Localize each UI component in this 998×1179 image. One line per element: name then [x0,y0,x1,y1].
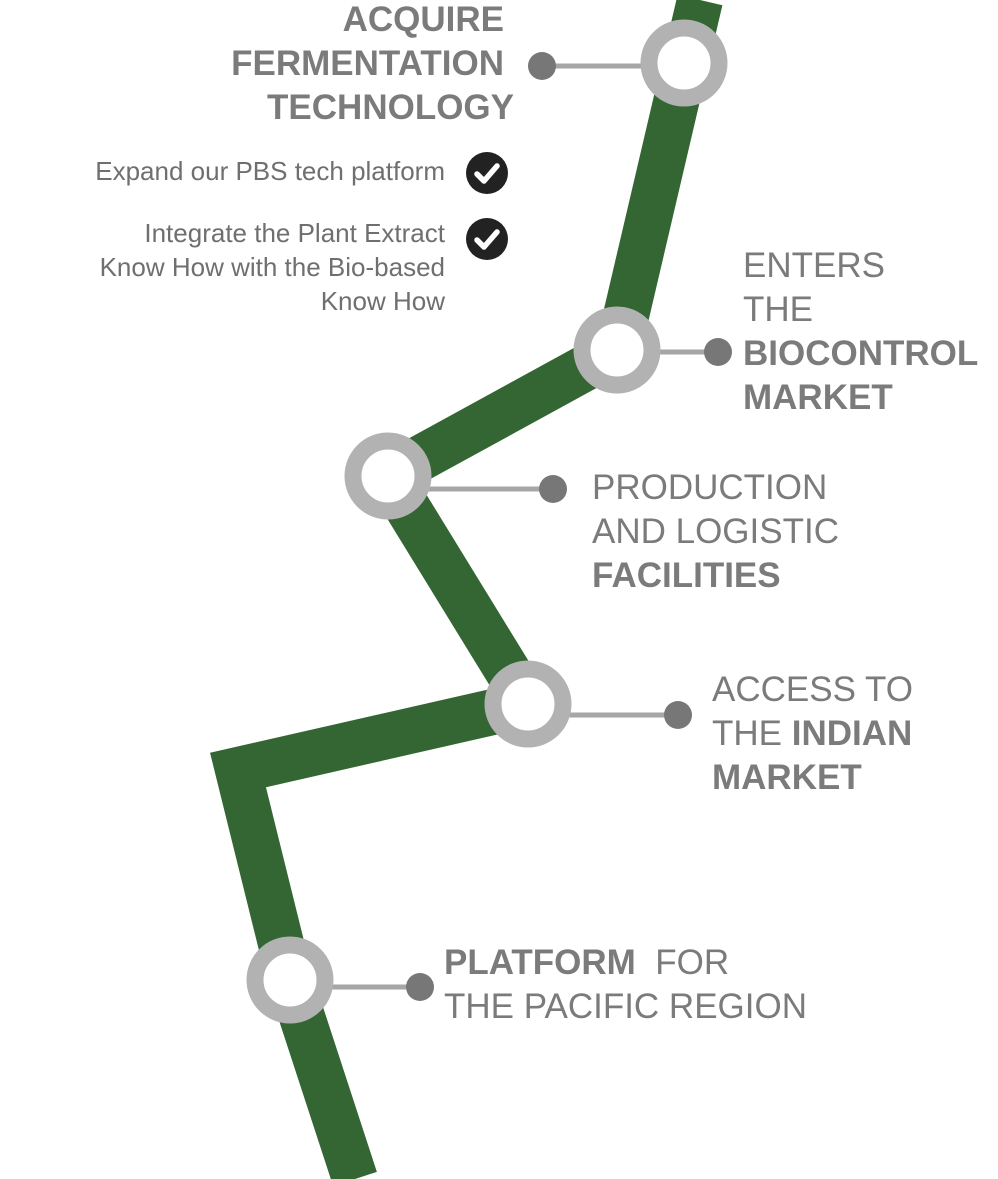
pacific-line1: PLATFORM FOR [444,941,807,985]
subitem-line1: Integrate the Plant Extract [144,218,445,248]
biocontrol-line3: BIOCONTROL [743,334,979,373]
label-production: PRODUCTION AND LOGISTIC FACILITIES [592,466,839,598]
label-indian: ACCESS TO THE INDIAN MARKET [712,668,913,800]
connector-dot [528,52,556,80]
checkmark-circle-icon [466,218,508,260]
production-line1: PRODUCTION [592,468,828,507]
subitem-line3: Know How [320,286,445,316]
node-production [344,432,432,520]
indian-line2: THE INDIAN [712,712,913,756]
connector-dot [704,338,732,366]
subitem-line2: Know How with the Bio-based [99,252,445,282]
indian-line3: MARKET [712,758,862,797]
node-indian [484,660,572,748]
label-biocontrol: ENTERS THE BIOCONTROL MARKET [743,244,978,420]
subitem-integrate-plant-extract: Integrate the Plant Extract Know How wit… [100,216,445,318]
connector-dot [539,475,567,503]
fermentation-line1: ACQUIRE [342,0,504,39]
connector-production [420,475,567,503]
node-biocontrol [573,306,661,394]
node-fermentation [640,19,728,107]
connector-pacific [322,973,434,1001]
production-line2: AND LOGISTIC [592,512,839,551]
indian-line1: ACCESS TO [712,670,913,709]
connector-biocontrol [650,338,732,366]
fermentation-line3: TECHNOLOGY [267,88,514,127]
connector-fermentation [528,52,650,80]
biocontrol-line4: MARKET [743,378,893,417]
checkmark-circle-icon [466,152,508,194]
pacific-line1-bold: PLATFORM [444,943,636,982]
subitem-text: Expand our PBS tech platform [95,156,445,186]
connector-dot [664,701,692,729]
fermentation-line2: FERMENTATION [231,44,504,83]
production-line3: FACILITIES [592,556,781,595]
pacific-line1-plain: FOR [635,943,730,982]
biocontrol-line2: THE [743,290,813,329]
indian-line2-bold: INDIAN [791,714,913,753]
label-pacific: PLATFORM FOR THE PACIFIC REGION [444,941,807,1029]
indian-line2-plain: THE [712,714,792,753]
pacific-line2: THE PACIFIC REGION [444,987,807,1026]
label-fermentation: ACQUIRE FERMENTATION TECHNOLOGY [231,0,514,130]
connector-indian [560,701,692,729]
node-pacific [246,936,334,1024]
subitem-expand-pbs: Expand our PBS tech platform [95,154,445,188]
connector-dot [406,973,434,1001]
biocontrol-line1: ENTERS [743,246,885,285]
